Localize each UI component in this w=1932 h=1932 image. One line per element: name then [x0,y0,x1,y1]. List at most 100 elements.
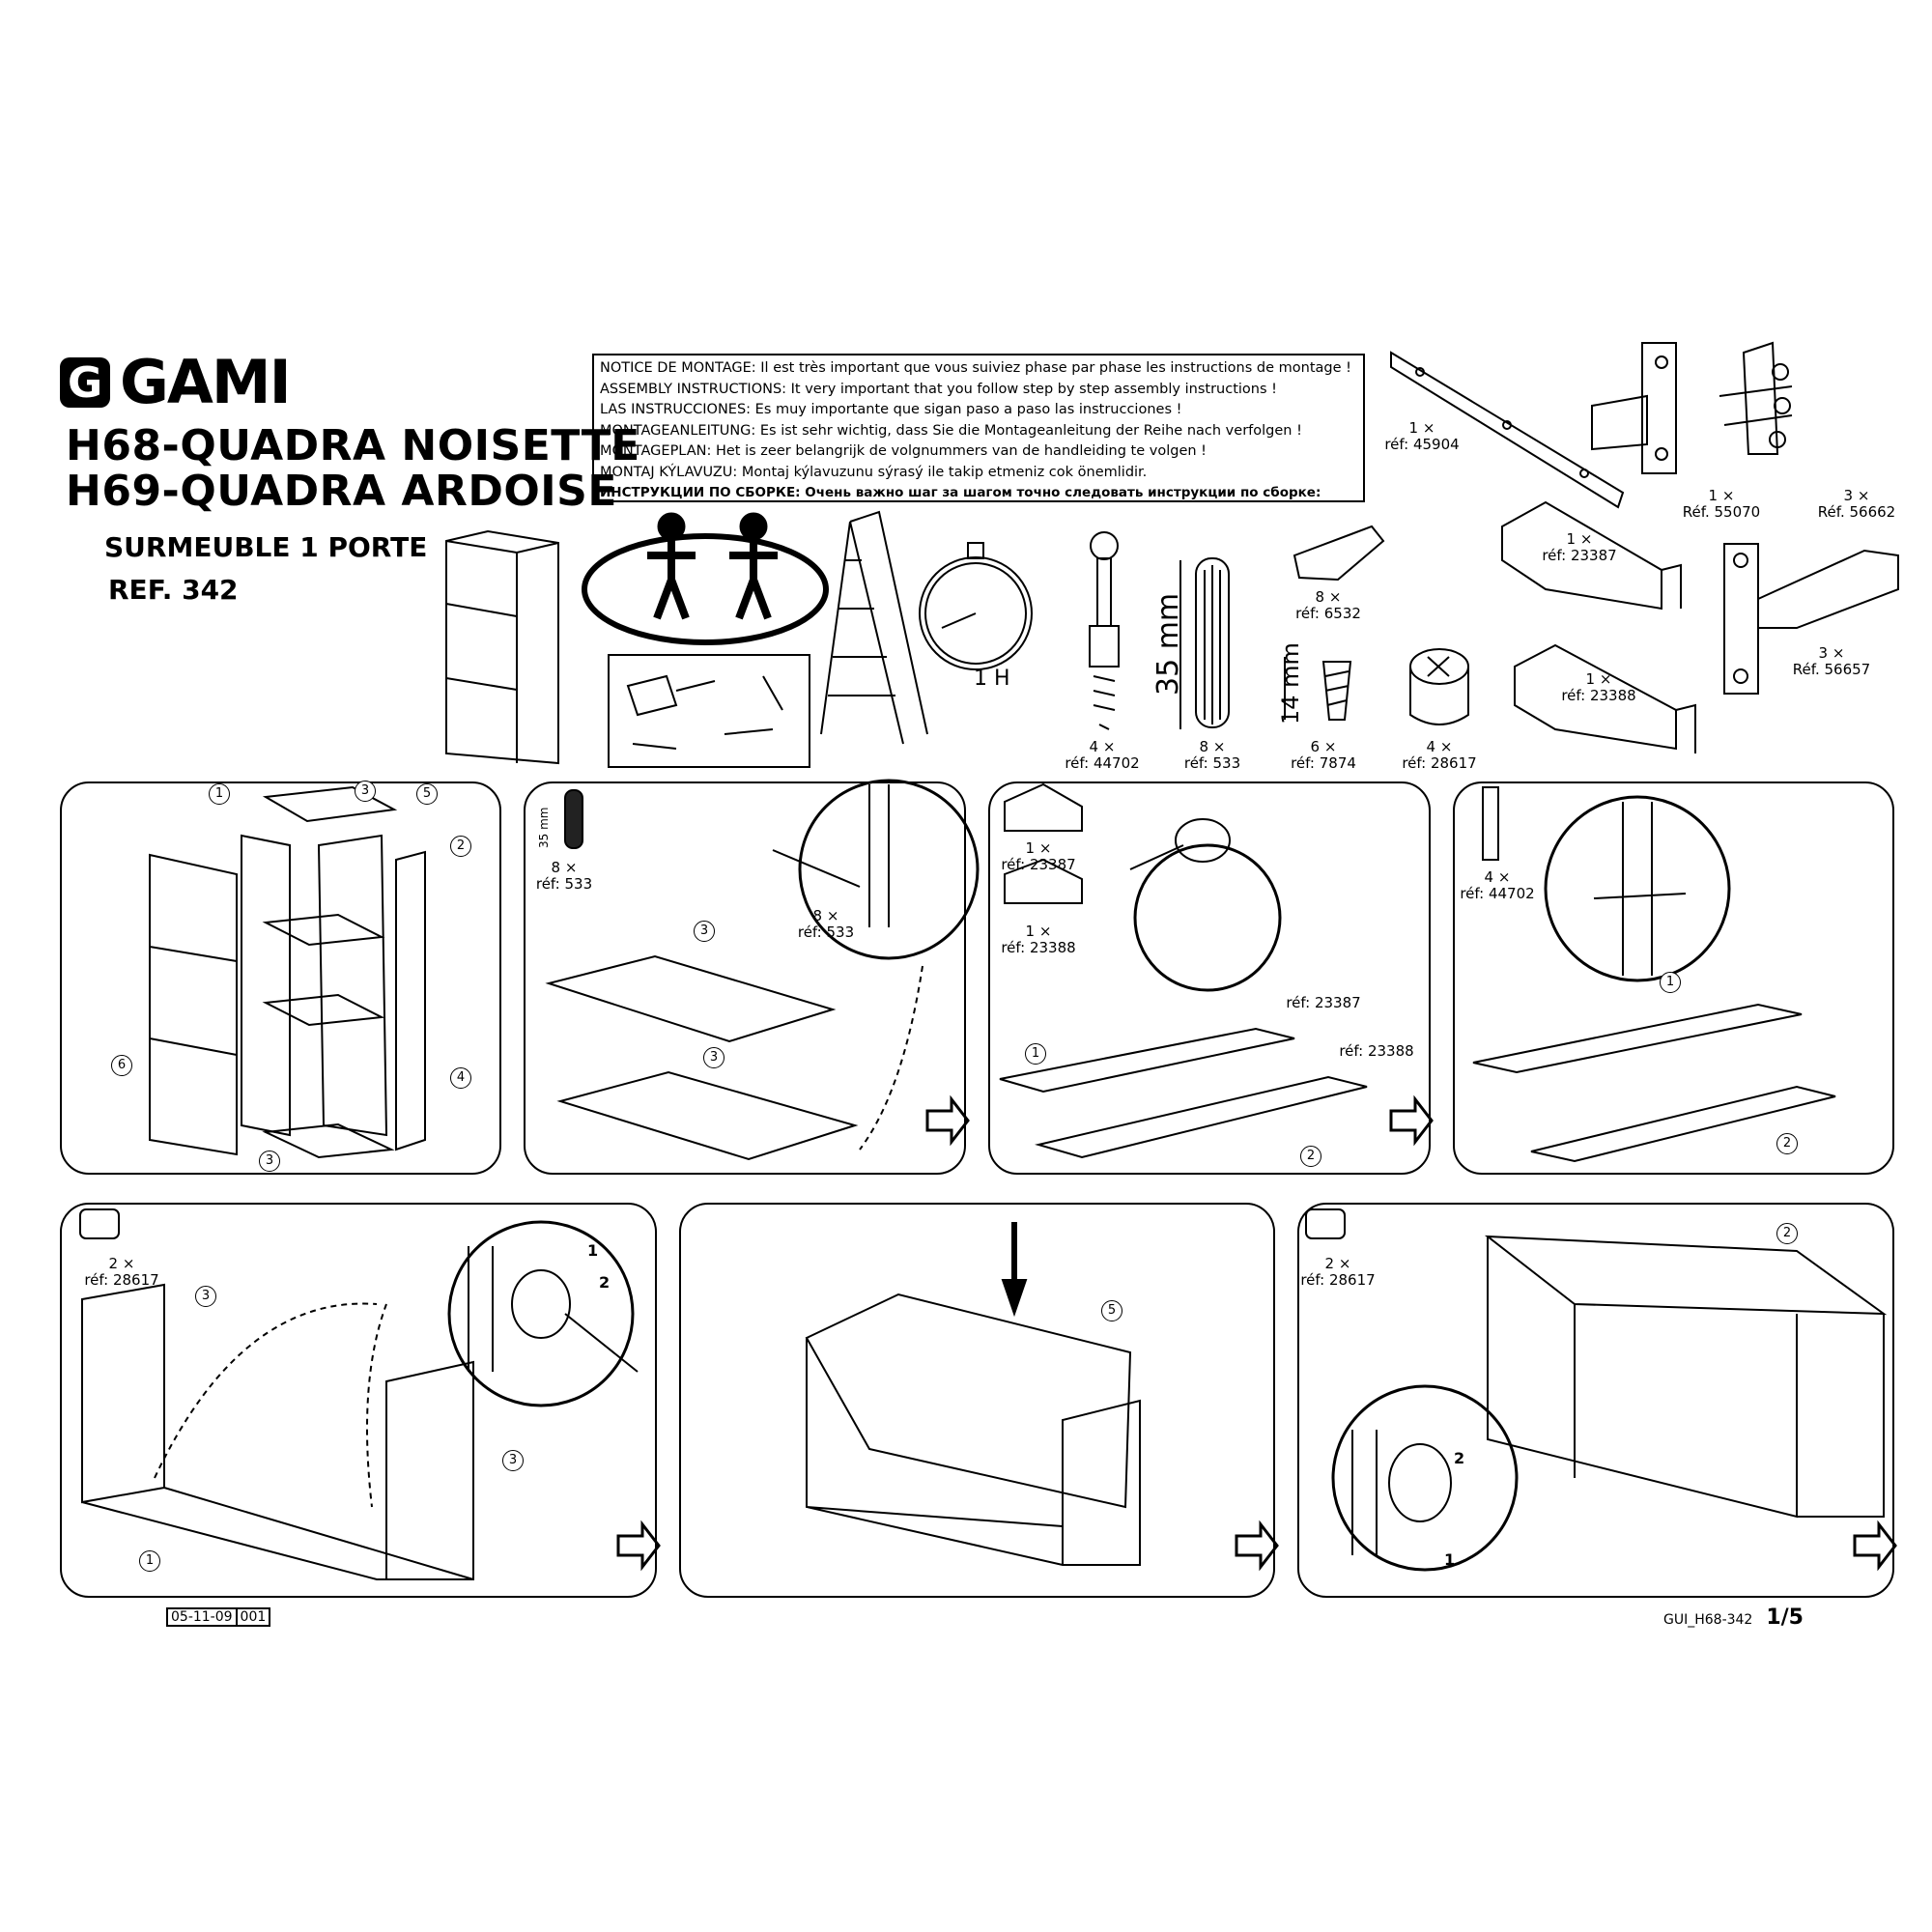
part-reference: réf: 44702 [1065,754,1140,772]
part-number-callout: 1 [139,1550,160,1572]
page-number: 1/5 [1766,1605,1804,1630]
step-2-panel [524,781,966,1175]
part-reference: Réf. 55070 [1682,503,1761,521]
hanging-rail-icon [1390,351,1625,509]
part-number-callout: 4 [450,1067,471,1089]
part-quantity: 1 × [1408,419,1435,437]
next-step-arrows [616,1094,1897,1572]
notice-es: LAS INSTRUCCIONES: Es muy importante que… [600,402,1182,417]
part-label: 1 ×réf: 23387 [1542,531,1616,564]
part-label: 3 ×Réf. 56662 [1818,488,1895,521]
step-7-panel [1297,1203,1894,1598]
part-quantity: 8 × [1199,738,1226,755]
product-reference: REF. 342 [108,574,239,606]
part-quantity: 1 × [1585,670,1612,688]
step-5-panel [60,1203,657,1598]
part-label: 6 ×réf: 7874 [1291,739,1356,772]
part-reference: réf: 23388 [1339,1042,1414,1060]
step3-connectors [999,782,1368,1159]
step-part-label: 1 ×réf: 23387 [1001,840,1075,873]
gami-logo-mark: G [60,357,110,408]
dowel-icon [564,789,583,849]
part-reference: réf: 23387 [1286,994,1361,1011]
part-quantity: 2 × [108,1255,135,1272]
part-label: 4 ×réf: 28617 [1402,739,1476,772]
part-number-callout: 3 [703,1047,724,1068]
screw-length-label: 14 mm [1277,642,1304,724]
tools-icon [626,674,783,750]
hinge-55070-icon [1591,342,1677,474]
notice-en: ASSEMBLY INSTRUCTIONS: It very important… [600,381,1277,397]
part-number-callout: 2 [1776,1223,1798,1244]
part-reference: réf: 533 [797,923,855,941]
part-number-callout: 3 [259,1151,280,1172]
part-reference: réf: 6532 [1295,605,1361,622]
notice-ru: ИНСТРУКЦИИ ПО СБОРКЕ: Очень важно шаг за… [600,485,1321,500]
document-revision: 001 [235,1609,270,1625]
stopwatch-icon [919,542,1033,670]
assembly-notice: NOTICE DE MONTAGE: Il est très important… [592,354,1365,502]
step-part-label: 8 ×réf: 533 [536,860,592,893]
step2-dowel-length: 35 mm [537,807,551,848]
step1-exploded-cabinet [149,785,426,1159]
step-part-label: 1 ×réf: 23388 [1001,923,1075,956]
part-reference: Réf. 56662 [1817,503,1896,521]
part-quantity: 8 × [812,907,839,924]
connector-23387-icon [1501,500,1682,611]
part-label: 3 ×Réf. 56657 [1793,645,1870,678]
connector-23388-icon [1514,643,1696,753]
part-reference: réf: 23388 [1001,939,1076,956]
notice-tr: MONTAJ KÝLAVUZU: Montaj kýlavuzunu sýras… [600,464,1148,480]
step6-back-panel [805,1222,1141,1566]
rotation-step-number: 1 [587,1241,599,1260]
part-quantity: 1 × [1708,487,1735,504]
part-reference: réf: 28617 [1402,754,1477,772]
step-4-panel [1453,781,1894,1175]
document-code: GUI_H68-342 [1663,1612,1753,1628]
part-reference: réf: 23387 [1542,547,1617,564]
document-date: 05-11-09 [171,1609,233,1625]
notice-de: MONTAGEANLEITUNG: Es ist sehr wichtig, d… [600,422,1302,439]
part-reference: réf: 533 [535,875,593,893]
part-quantity: 3 × [1818,644,1845,662]
document-date-box: 05-11-09 001 [166,1607,271,1627]
part-reference: réf: 23388 [1561,687,1636,704]
notice-fr: NOTICE DE MONTAGE: Il est très important… [600,360,1351,376]
part-reference: réf: 23387 [1001,856,1076,873]
part-quantity: 1 × [1025,923,1052,940]
title-line-1: H68-QUADRA NOISETTE [66,421,640,470]
step-part-label: réf: 23387 [1286,995,1360,1011]
part-number-callout: 2 [1300,1146,1321,1167]
part-quantity: 4 × [1089,738,1116,755]
product-name: SURMEUBLE 1 PORTE [104,531,428,563]
ladder-icon [820,510,928,745]
part-number-callout: 3 [195,1286,216,1307]
part-number-callout: 6 [111,1055,132,1076]
assembly-time: 1 H [974,667,1010,691]
part-number-callout: 2 [450,836,471,857]
part-reference: réf: 7874 [1291,754,1356,772]
title-line-2: H69-QUADRA ARDOISE [66,467,617,516]
shelf-support-icon [1293,525,1385,582]
part-number-callout: 2 [1776,1133,1798,1154]
step-3-panel [988,781,1431,1175]
part-quantity: 3 × [1843,487,1870,504]
two-person-assembly-icon [582,512,829,645]
rotation-step-number: 2 [599,1273,611,1292]
part-number-callout: 3 [355,781,376,802]
part-number-callout: 5 [416,783,438,805]
part-label: 8 ×réf: 533 [1184,739,1240,772]
part-number-callout: 3 [502,1450,524,1471]
part-number-callout: 5 [1101,1300,1122,1321]
brand-name: GAMI [120,347,292,417]
hinge-plate-56662-icon [1719,341,1793,455]
step-part-label: 2 ×réf: 28617 [1300,1256,1375,1289]
part-number-callout: 1 [1660,972,1681,993]
part-reference: Réf. 56657 [1792,661,1871,678]
part-quantity: 2 × [1324,1255,1351,1272]
part-label: 1 ×réf: 45904 [1384,420,1459,453]
part-quantity: 6 × [1310,738,1337,755]
step-6-panel [679,1203,1275,1598]
part-number-callout: 1 [1025,1043,1046,1065]
part-label: 1 ×Réf. 55070 [1683,488,1760,521]
